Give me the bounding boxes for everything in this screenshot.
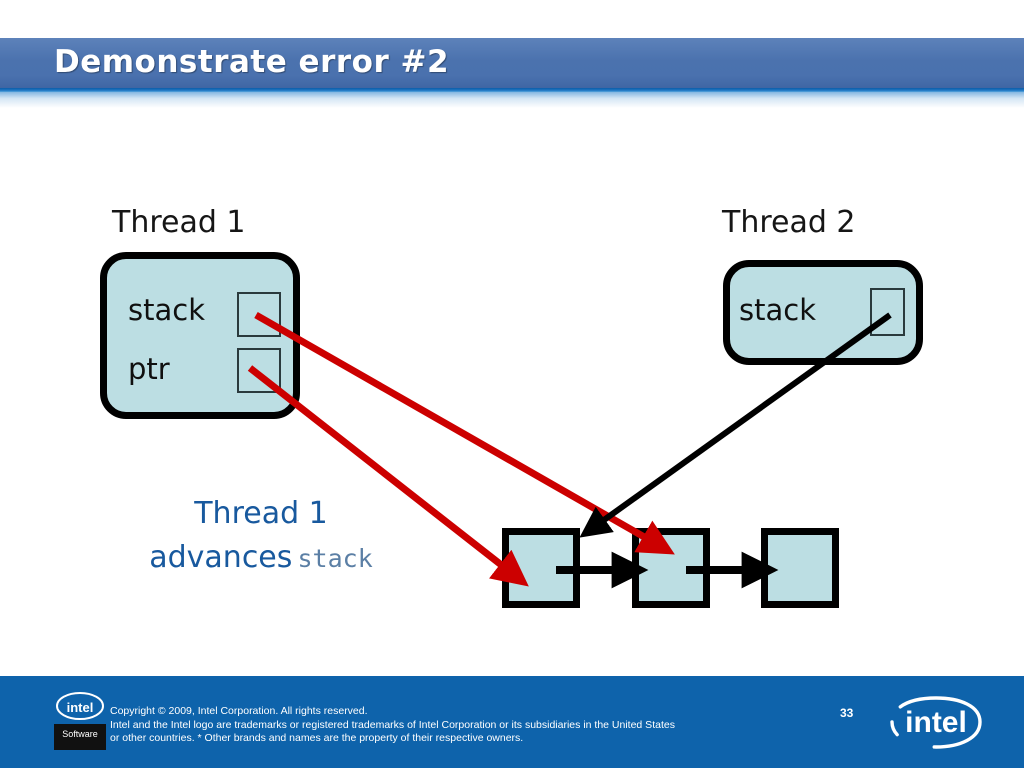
page-title: Demonstrate error #2	[54, 44, 450, 80]
intel-software-logo: intel Software	[54, 688, 106, 750]
thread2-stack-slot	[870, 288, 905, 336]
footer-legal-line-3: or other countries. * Other brands and n…	[110, 732, 524, 744]
thread2-label: Thread 2	[722, 205, 856, 240]
footer-bar	[0, 676, 1024, 768]
footer-legal-line-2: Intel and the Intel logo are trademarks …	[110, 718, 675, 731]
svg-text:intel: intel	[905, 706, 967, 739]
page-number: 33	[840, 706, 854, 720]
footer-legal-text: Copyright © 2009, Intel Corporation. All…	[110, 705, 840, 746]
thread1-ptr-label: ptr	[128, 352, 170, 386]
title-glow	[0, 92, 1024, 108]
intel-software-logo-bottom	[54, 724, 106, 750]
thread1-stack-slot	[237, 292, 281, 337]
intel-software-logo-top: intel	[54, 688, 106, 724]
intel-logo-icon: intel	[890, 696, 982, 749]
list-node-2	[632, 528, 710, 608]
intel-software-label: Software	[62, 729, 98, 739]
title-bar	[0, 38, 1024, 88]
annotation-line-1: Thread 1	[96, 494, 426, 538]
thread1-label: Thread 1	[112, 205, 246, 240]
svg-text:intel: intel	[67, 700, 94, 715]
annotation-line-2: advances stack	[96, 538, 426, 582]
list-node-3	[761, 528, 839, 608]
list-node-1	[502, 528, 580, 608]
annotation-line1-text: Thread 1	[194, 496, 328, 531]
thread2-stack-label: stack	[739, 293, 816, 327]
thread1-stack-label: stack	[128, 293, 205, 327]
thread1-ptr-slot	[237, 348, 281, 393]
title-underline	[0, 88, 1024, 92]
annotation-text: Thread 1 advances stack	[96, 494, 426, 582]
footer-legal-line-1: Copyright © 2009, Intel Corporation. All…	[110, 705, 368, 717]
intel-oval-icon-small: intel	[56, 692, 104, 720]
annotation-line2-sans: advances	[149, 540, 293, 575]
annotation-line2-mono: stack	[297, 544, 373, 573]
